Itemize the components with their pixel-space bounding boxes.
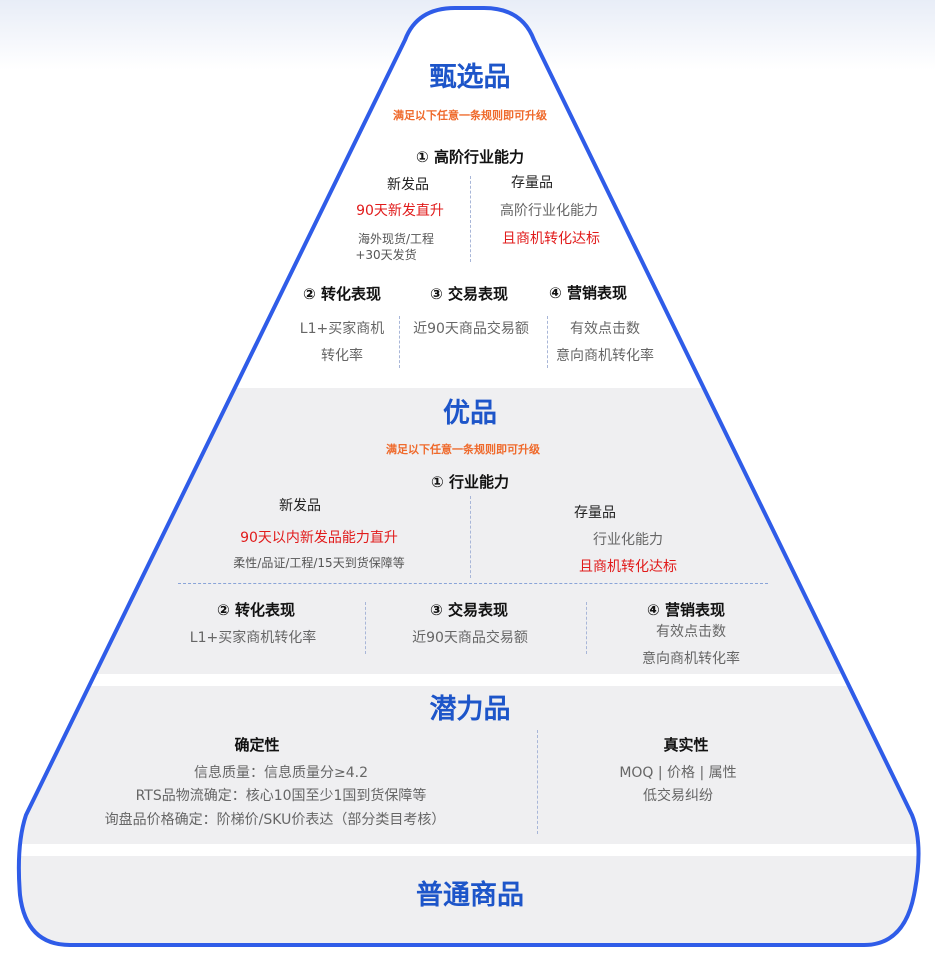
tier1-rule: 满足以下任意一条规则即可升级 <box>393 109 547 122</box>
tier1-criterion4-heading: ④ 营销表现 <box>549 284 627 302</box>
tier1-criterion2-heading: ② 转化表现 <box>303 285 381 303</box>
tier3-band <box>18 686 919 844</box>
tier3-left-line1: 信息质量：信息质量分≥4.2 <box>194 765 368 781</box>
tier1-criterion3-line1: 近90天商品交易额 <box>413 321 529 337</box>
tier3-left-heading: 确定性 <box>234 736 280 754</box>
tier1-new-label: 新发品 <box>387 177 429 193</box>
tier2-stock-highlight: 且商机转化达标 <box>579 559 677 575</box>
tier4-title: 普通商品 <box>416 880 524 911</box>
tier1-new-note2: +30天发货 <box>355 248 417 262</box>
tier1-stock-label: 存量品 <box>511 175 553 191</box>
tier2-new-label: 新发品 <box>279 498 321 514</box>
tier2-criterion4-line2: 意向商机转化率 <box>642 651 740 667</box>
tier2-criterion2-heading: ② 转化表现 <box>217 601 295 619</box>
tier1-stock-highlight: 且商机转化达标 <box>502 231 600 247</box>
tier1-criterion4-line1: 有效点击数 <box>570 321 640 337</box>
tier2-divider-b <box>586 602 587 654</box>
tier2-title: 优品 <box>443 398 497 429</box>
tier3-divider <box>537 730 538 834</box>
tier1-title: 甄选品 <box>429 62 511 93</box>
tier1-new-highlight: 90天新发直升 <box>356 203 444 219</box>
tier2-criterion3-line1: 近90天商品交易额 <box>412 630 528 646</box>
tier1-criterion2-line1: L1+买家商机 <box>299 321 385 337</box>
tier1-criterion1-heading: ① 高阶行业能力 <box>416 148 524 166</box>
pyramid-border <box>16 6 921 947</box>
tier2-criterion4-line1: 有效点击数 <box>656 624 726 640</box>
tier4-band <box>18 856 919 945</box>
tier1-criterion3-heading: ③ 交易表现 <box>430 285 508 303</box>
tier2-new-highlight: 90天以内新发品能力直升 <box>240 530 398 546</box>
tier1-divider-a <box>399 316 400 368</box>
tier3-right-line1: MOQ | 价格 | 属性 <box>619 765 737 781</box>
tier3-left-line2: RTS品物流确定：核心10国至少1国到货保障等 <box>135 788 427 804</box>
tier2-criterion2-line1: L1+买家商机转化率 <box>189 630 317 646</box>
tier2-horizontal-divider <box>178 583 768 584</box>
tier2-rule: 满足以下任意一条规则即可升级 <box>386 443 540 456</box>
tier1-new-note1: 海外现货/工程 <box>357 232 435 246</box>
tier2-criterion3-heading: ③ 交易表现 <box>430 601 508 619</box>
tier2-criterion1-heading: ① 行业能力 <box>431 473 509 491</box>
tier1-divider-b <box>547 316 548 368</box>
tier2-stock-label: 存量品 <box>574 505 616 521</box>
tier2-new-note: 柔性/品证/工程/15天到货保障等 <box>233 556 405 570</box>
tier2-c1-divider <box>470 496 471 578</box>
tier3-title: 潜力品 <box>429 694 511 725</box>
tier2-criterion4-heading: ④ 营销表现 <box>647 601 725 619</box>
tier3-left-line3: 询盘品价格确定：阶梯价/SKU价表达（部分类目考核） <box>104 812 446 828</box>
tier3-right-heading: 真实性 <box>663 736 709 754</box>
tier2-stock-text: 行业化能力 <box>593 532 663 548</box>
tier1-criterion4-line2: 意向商机转化率 <box>556 348 654 364</box>
tier1-stock-text: 高阶行业化能力 <box>500 203 598 219</box>
tier1-c1-divider <box>470 176 471 262</box>
tier3-right-line2: 低交易纠纷 <box>643 788 713 804</box>
tier1-criterion2-line2: 转化率 <box>321 348 363 364</box>
tier2-divider-a <box>365 602 366 654</box>
